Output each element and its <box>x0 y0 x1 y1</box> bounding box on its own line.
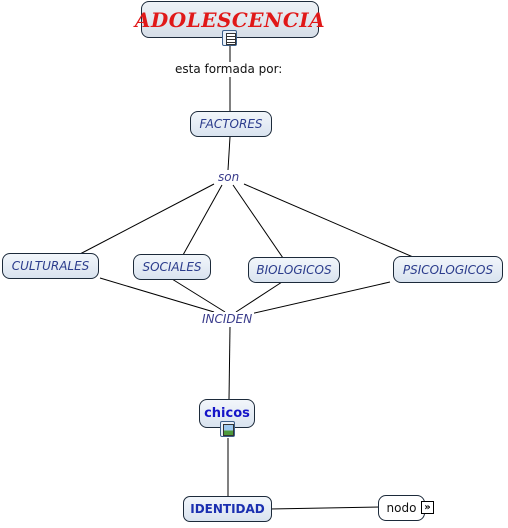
concept-culturales-label: CULTURALES <box>11 259 90 273</box>
concept-biologicos-label: BIOLOGICOS <box>256 263 332 277</box>
image-icon[interactable] <box>220 421 235 437</box>
document-icon[interactable] <box>222 30 237 46</box>
line-son-sociales <box>182 184 223 256</box>
concept-sociales-label: SOCIALES <box>142 260 202 274</box>
concept-psicologicos-label: PSICOLOGICOS <box>402 262 494 277</box>
line-identidad-nodo <box>269 506 381 510</box>
concept-biologicos[interactable]: BIOLOGICOS <box>248 257 340 283</box>
link-label-formada: esta formada por: <box>173 62 285 76</box>
concept-nodo-label: nodo <box>386 501 417 515</box>
concept-nodo[interactable]: nodo <box>378 495 425 521</box>
line-psicologicos-inciden <box>249 281 391 315</box>
concept-identidad-label: IDENTIDAD <box>190 502 265 516</box>
line-sociales-inciden <box>171 278 226 313</box>
image-icon-picture <box>223 424 234 436</box>
concept-factores-label: FACTORES <box>199 117 263 131</box>
line-inciden-chicos <box>228 326 231 401</box>
line-son-biologicos <box>232 184 284 259</box>
line-culturales-inciden <box>99 277 215 313</box>
line-biologicos-inciden <box>235 281 283 313</box>
line-factores-son <box>227 136 231 171</box>
concept-factores[interactable]: FACTORES <box>190 111 272 137</box>
link-label-inciden: INCIDEN <box>200 312 255 326</box>
line-son-culturales <box>79 183 215 255</box>
concept-psicologicos[interactable]: PSICOLOGICOS <box>393 256 503 283</box>
concept-identidad[interactable]: IDENTIDAD <box>183 496 272 522</box>
concept-chicos-label: chicos <box>204 406 250 421</box>
double-chevron-right-icon[interactable]: » <box>421 501 434 514</box>
concept-sociales[interactable]: SOCIALES <box>133 254 211 280</box>
line-son-psicologicos <box>243 183 414 258</box>
document-icon-paper <box>226 33 236 45</box>
root-concept-adolescencia[interactable]: ADOLESCENCIA <box>135 1 325 38</box>
concept-culturales[interactable]: CULTURALES <box>2 253 99 279</box>
link-label-son: son <box>216 170 242 184</box>
root-label: ADOLESCENCIA <box>134 7 326 32</box>
